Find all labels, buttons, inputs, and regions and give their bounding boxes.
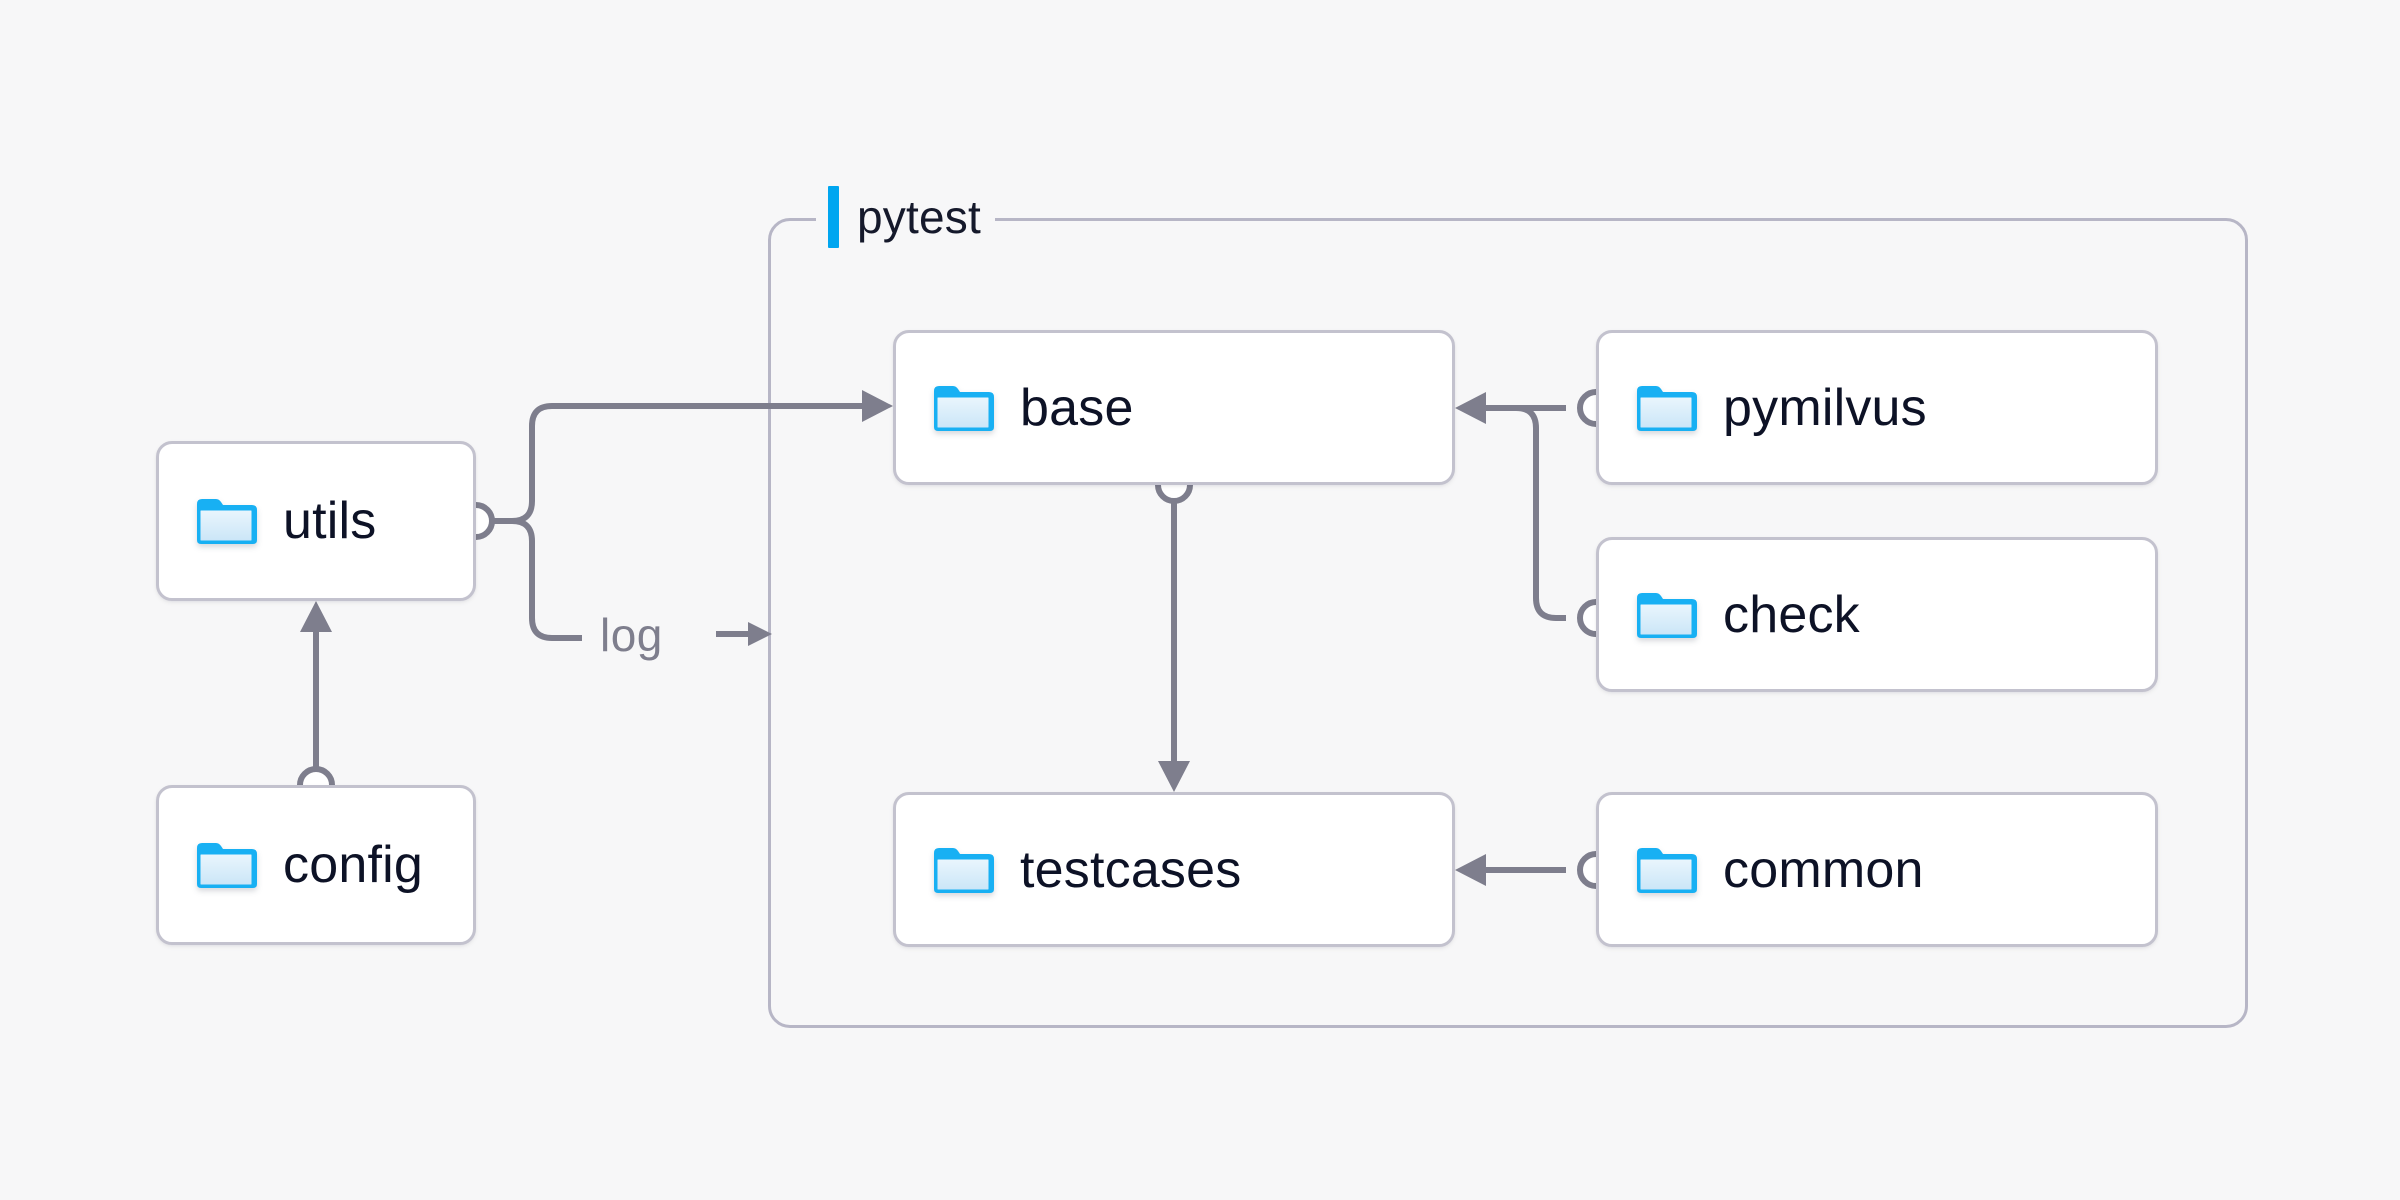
node-base[interactable]: base: [893, 330, 1455, 485]
node-content: base: [896, 378, 1134, 438]
edge-utils-to-pytest-log: [492, 518, 582, 641]
group-label-text: pytest: [857, 191, 981, 243]
node-pymilvus[interactable]: pymilvus: [1596, 330, 2158, 485]
node-label-pymilvus: pymilvus: [1723, 378, 1927, 437]
edge-config-to-utils-arrowhead: [300, 601, 332, 632]
node-label-utils: utils: [283, 492, 377, 550]
accent-bar-icon: [828, 186, 839, 248]
node-label-common: common: [1723, 840, 1924, 899]
group-pytest-label: pytest: [816, 186, 995, 248]
node-content: utils: [159, 491, 376, 551]
node-config[interactable]: config: [156, 785, 476, 945]
folder-icon: [197, 843, 257, 888]
node-common[interactable]: common: [1596, 792, 2158, 947]
node-content: pymilvus: [1599, 378, 1927, 438]
node-content: common: [1599, 840, 1924, 900]
node-utils[interactable]: utils: [156, 441, 476, 601]
node-label-config: config: [283, 836, 423, 894]
folder-icon: [1637, 592, 1697, 638]
node-label-testcases: testcases: [1020, 840, 1242, 899]
folder-icon: [1637, 385, 1697, 431]
edge-label-log: log: [600, 609, 663, 661]
node-check[interactable]: check: [1596, 537, 2158, 692]
folder-icon: [1637, 847, 1697, 893]
node-content: check: [1599, 585, 1860, 645]
node-content: testcases: [896, 840, 1241, 900]
folder-icon: [934, 847, 994, 893]
node-content: config: [159, 835, 423, 895]
folder-icon: [197, 499, 257, 544]
node-testcases[interactable]: testcases: [893, 792, 1455, 947]
node-label-check: check: [1723, 585, 1860, 644]
node-label-base: base: [1020, 378, 1134, 437]
folder-icon: [934, 385, 994, 431]
